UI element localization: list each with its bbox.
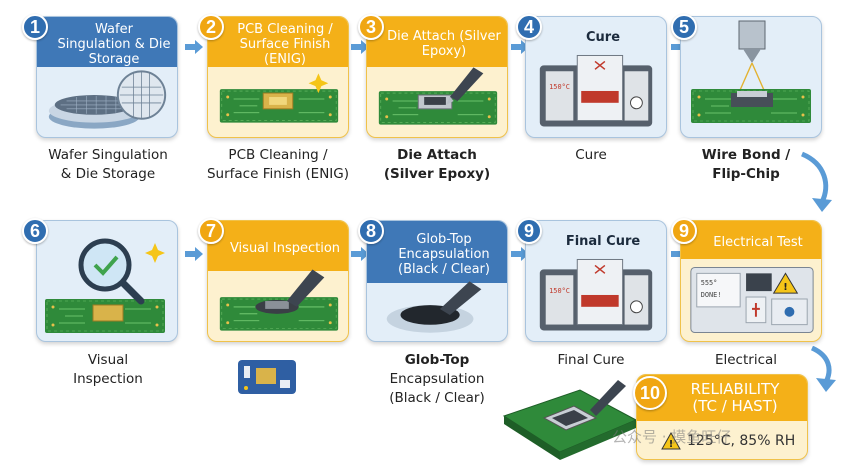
step-7-card: Visual Inspection	[207, 220, 349, 342]
step-electrical-caption: Electrical	[714, 352, 778, 368]
step-1-title: Wafer Singulation & Die Storage	[37, 17, 177, 67]
reliability-board-icon	[502, 380, 638, 460]
glob-top-icon	[386, 281, 482, 333]
step-9-title: Final Cure	[565, 233, 641, 249]
step-7-badge: 7	[198, 218, 224, 244]
step-3-title: Die Attach (Silver Epoxy)	[367, 17, 507, 67]
dispense-icon	[219, 269, 339, 332]
step-4-card: Cure 150°C	[525, 16, 667, 138]
svg-text:!: !	[783, 282, 788, 293]
step-5-badge: 5	[671, 14, 697, 40]
step-4-title: Cure	[585, 29, 621, 45]
warning-icon: !	[661, 432, 681, 450]
pcb-finish-icon	[219, 73, 339, 124]
step-6-badge: 6	[22, 218, 48, 244]
step-3-badge: 3	[358, 14, 384, 40]
watermark-text: 公众号 · 摸鱼旺仔	[612, 428, 732, 446]
row-connector-arrow	[800, 151, 832, 212]
step-10-badge: 10	[633, 376, 667, 410]
small-pcb-icon	[238, 360, 296, 394]
step-1-caption: Wafer Singulation& Die Storage	[48, 147, 168, 182]
tester-display-line2: DONE!	[701, 291, 722, 299]
step-9-card: Final Cure 150°C	[525, 220, 667, 342]
wafer-icon	[48, 70, 167, 129]
step-8-title: Glob-Top Encapsulation (Black / Clear)	[367, 221, 507, 283]
tester-icon: 555° DONE! !	[690, 266, 814, 334]
step-1-card: Wafer Singulation & Die Storage	[36, 16, 178, 138]
step-2-caption: PCB Cleaning /Surface Finish (ENIG)	[206, 147, 350, 182]
step-9-badge: 9	[516, 218, 542, 244]
die-attach-icon	[378, 67, 498, 126]
svg-text:!: !	[669, 439, 674, 450]
step-8-badge: 8	[358, 218, 384, 244]
step-5-caption: Wire Bond /Flip-Chip	[701, 147, 791, 182]
step-3-card: Die Attach (Silver Epoxy)	[366, 16, 508, 138]
step-8-card: Glob-Top Encapsulation (Black / Clear)	[366, 220, 508, 342]
final-cure-oven-icon: 150°C	[539, 258, 653, 331]
step-2-title: PCB Cleaning / Surface Finish (ENIG)	[208, 17, 348, 67]
step-2-card: PCB Cleaning / Surface Finish (ENIG)	[207, 16, 349, 138]
arrow-6-7	[185, 247, 203, 261]
step-2-badge: 2	[198, 14, 224, 40]
oven-readout: 150°C	[549, 83, 570, 91]
step-6-card	[36, 220, 178, 342]
wire-bond-icon	[690, 20, 812, 124]
step-electrical-badge: 9	[671, 218, 697, 244]
step-3-caption: Die Attach(Silver Epoxy)	[383, 147, 491, 182]
step-1-badge: 1	[22, 14, 48, 40]
step-electrical-card: Electrical Test 555° DONE! !	[680, 220, 822, 342]
reliability-connector-arrow	[810, 346, 836, 392]
step-8-caption: Glob-Top Encapsulation (Black / Clear)	[389, 352, 485, 406]
step-4-badge: 4	[516, 14, 542, 40]
tester-display-line1: 555°	[701, 279, 718, 287]
final-oven-readout: 150°C	[549, 287, 570, 295]
step-9-caption: Final Cure	[557, 352, 625, 368]
curing-oven-icon: 150°C	[539, 54, 653, 127]
magnifier-icon	[44, 238, 166, 334]
step-5-card	[680, 16, 822, 138]
step-electrical-title: Electrical Test	[681, 221, 821, 259]
step-10-detail: ! 125°C, 85% RH	[637, 423, 807, 459]
step-4-caption: Cure	[575, 147, 607, 163]
step-7-title: Visual Inspection	[208, 221, 348, 271]
arrow-1-2	[185, 40, 203, 54]
